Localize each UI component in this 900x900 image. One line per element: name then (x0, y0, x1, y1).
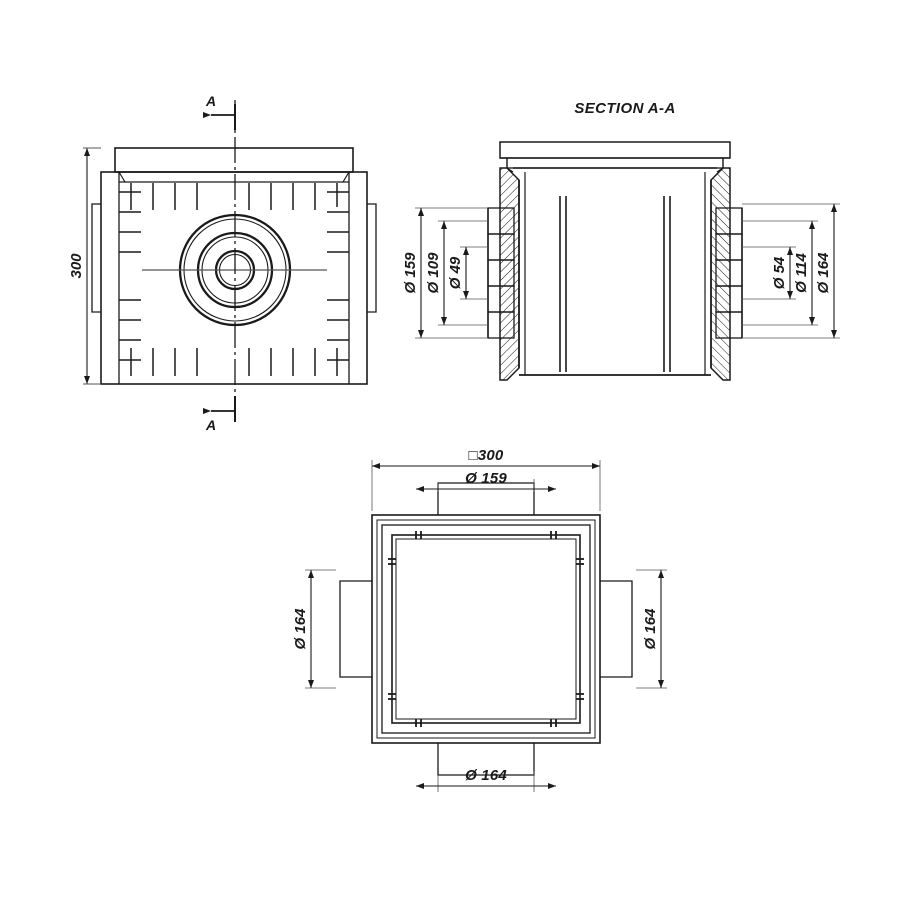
plan-bottom-label: Ø 164 (465, 767, 507, 784)
plan-view: □300 Ø 159 Ø 164 Ø 164 (292, 447, 667, 792)
plan-view-left-dimension: Ø 164 (292, 569, 336, 689)
front-view-top-ribs (130, 183, 338, 210)
front-view-height-dimension: 300 (68, 147, 101, 385)
plan-top-inner-label: Ø 159 (465, 470, 507, 487)
front-view-height-label: 300 (68, 253, 85, 279)
plan-right-label: Ø 164 (642, 608, 659, 650)
front-view-body-outline (100, 147, 368, 385)
front-view-side-outlets (91, 203, 377, 313)
plan-view-top-outer-dimension: □300 (371, 447, 601, 511)
section-right-dim-3: Ø 164 (815, 252, 832, 294)
section-left-dim-3: Ø 49 (447, 256, 464, 289)
section-mark-label-bottom: A (205, 417, 216, 433)
front-view-left-ribs (119, 191, 141, 361)
section-left-dim-2: Ø 109 (425, 252, 442, 294)
front-view: A A 300 (68, 93, 377, 433)
section-right-dim-2: Ø 114 (793, 252, 810, 292)
plan-view-sockets (339, 482, 633, 776)
section-right-dim-1: Ø 54 (771, 256, 788, 289)
section-left-dim-1: Ø 159 (402, 252, 419, 294)
front-view-bottom-ribs (130, 348, 338, 376)
section-view: SECTION A-A (402, 100, 840, 381)
section-view-right-dimensions: Ø 54 Ø 114 Ø 164 (742, 203, 840, 339)
plan-view-top-inner-dimension: Ø 159 (416, 470, 556, 492)
plan-view-outer-frame (371, 514, 601, 744)
plan-view-right-dimension: Ø 164 (636, 569, 667, 689)
plan-view-bottom-dimension: Ø 164 (416, 767, 556, 792)
plan-top-outer-label: □300 (469, 447, 504, 464)
section-mark-bottom: A (203, 396, 236, 433)
section-view-title: SECTION A-A (574, 100, 675, 117)
section-view-left-wall (499, 167, 520, 381)
section-view-left-dimensions: Ø 159 Ø 109 Ø 49 (402, 207, 488, 339)
plan-left-label: Ø 164 (292, 608, 309, 650)
plan-socket-bottom (437, 743, 535, 776)
section-view-lid (499, 141, 731, 173)
section-view-cavity (519, 172, 711, 376)
front-view-right-ribs (327, 191, 349, 361)
plan-socket-top (437, 482, 535, 515)
plan-view-tick-marks (388, 531, 584, 727)
plan-socket-left (339, 580, 372, 678)
section-mark-label-top: A (205, 93, 216, 109)
section-mark-top: A (203, 93, 236, 130)
section-view-right-wall (710, 167, 731, 381)
square-symbol: □ (469, 447, 478, 464)
plan-socket-right (600, 580, 633, 678)
plan-top-outer-value: 300 (478, 447, 504, 464)
